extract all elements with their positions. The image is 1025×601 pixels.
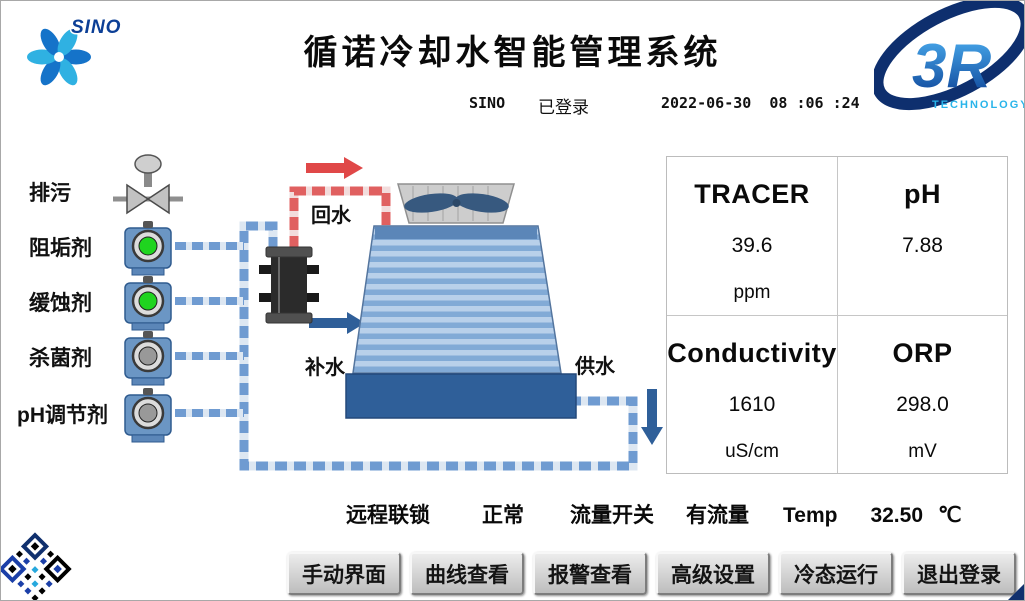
manual-screen-button[interactable]: 手动界面 — [287, 552, 401, 595]
interlock-label: 远程联锁 — [346, 504, 430, 527]
cold-run-button[interactable]: 冷态运行 — [779, 552, 893, 595]
label-corrosion-inhibitor: 缓蚀剂 — [29, 292, 92, 315]
conductivity-value: 1610 — [728, 393, 776, 416]
label-return-water: 回水 — [311, 205, 351, 227]
ph-cell: pH 7.88 — [837, 157, 1007, 315]
page-title: 循诺冷却水智能管理系统 — [303, 34, 722, 72]
sino-logo-text: SINO — [71, 17, 121, 38]
measurement-panel: TRACER 39.6 ppm pH 7.88 Conductivity 161… — [666, 156, 1008, 474]
tracer-cell: TRACER 39.6 ppm — [667, 157, 837, 315]
alarm-view-button[interactable]: 报警查看 — [533, 552, 647, 595]
advanced-settings-button[interactable]: 高级设置 — [656, 552, 770, 595]
login-status: 已登录 — [538, 98, 589, 117]
makeup-flow-arrow-icon — [309, 312, 365, 334]
r3-logo: 3R TECHNOLOGY — [874, 1, 1024, 111]
sino-logo: SINO — [27, 16, 122, 86]
dosing-lines — [175, 242, 244, 417]
logout-button[interactable]: 退出登录 — [902, 552, 1016, 595]
datetime-display: 2022-06-30 08 :06 :24 — [661, 94, 860, 112]
nav-button-bar: 手动界面 曲线查看 报警查看 高级设置 冷态运行 退出登录 — [287, 552, 1016, 595]
cooling-tower — [345, 183, 577, 419]
pump-scale-inhibitor[interactable] — [124, 221, 172, 276]
pump-status-light — [138, 403, 158, 423]
status-bar: 远程联锁 正常 流量开关 有流量 Temp 32.50 ℃ — [341, 499, 962, 529]
pump-status-light — [138, 236, 158, 256]
label-scale-inhibitor: 阻垢剂 — [29, 237, 92, 260]
label-blowdown: 排污 — [29, 182, 71, 205]
process-diagram — [113, 154, 663, 471]
qr-code — [1, 532, 72, 600]
label-ph-adjuster: pH调节剂 — [17, 404, 108, 427]
swoosh-icon — [874, 1, 1024, 111]
orp-name: ORP — [892, 338, 953, 368]
tracer-value: 39.6 — [731, 234, 773, 257]
pump-corrosion-inhibitor[interactable] — [124, 276, 172, 331]
corner-decoration — [1008, 584, 1024, 600]
pump-ph-adjuster[interactable] — [124, 388, 172, 443]
blowdown-valve[interactable] — [113, 154, 183, 215]
return-flow-arrow-icon — [306, 157, 363, 179]
label-makeup-water: 补水 — [305, 357, 345, 379]
logged-in-user: SINO — [469, 94, 506, 112]
temp-unit: ℃ — [938, 504, 962, 527]
curve-view-button[interactable]: 曲线查看 — [410, 552, 524, 595]
ph-value: 7.88 — [902, 234, 943, 257]
conductivity-unit: uS/cm — [725, 441, 779, 462]
orp-cell: ORP 298.0 mV — [837, 315, 1007, 473]
sino-pinwheel-icon — [27, 28, 91, 86]
r3-logo-subtext: TECHNOLOGY — [932, 99, 1024, 111]
conductivity-cell: Conductivity 1610 uS/cm — [667, 315, 837, 473]
label-biocide: 杀菌剂 — [29, 347, 92, 370]
tracer-name: TRACER — [694, 179, 810, 209]
heat-exchanger[interactable] — [259, 246, 319, 324]
interlock-value: 正常 — [482, 504, 524, 527]
ph-name: pH — [904, 179, 941, 209]
r3-logo-text: 3R — [912, 32, 991, 101]
label-supply-water: 供水 — [575, 356, 615, 378]
supply-flow-arrow-icon — [641, 389, 663, 445]
temp-value: 32.50 — [870, 504, 924, 527]
conductivity-name: Conductivity — [667, 338, 837, 368]
flow-switch-label: 流量开关 — [570, 504, 654, 527]
qr-code-icon — [1, 532, 72, 600]
pump-status-light — [138, 291, 158, 311]
red-return-pipe — [289, 186, 391, 249]
pump-status-light — [138, 346, 158, 366]
tower-basin — [345, 373, 577, 419]
fan-icon — [404, 193, 509, 213]
temp-label: Temp — [783, 504, 838, 527]
orp-value: 298.0 — [896, 393, 949, 416]
pump-biocide[interactable] — [124, 331, 172, 386]
orp-unit: mV — [908, 441, 937, 462]
blue-pipe-loop — [239, 221, 638, 471]
flow-switch-value: 有流量 — [686, 504, 749, 527]
tracer-unit: ppm — [733, 282, 771, 303]
